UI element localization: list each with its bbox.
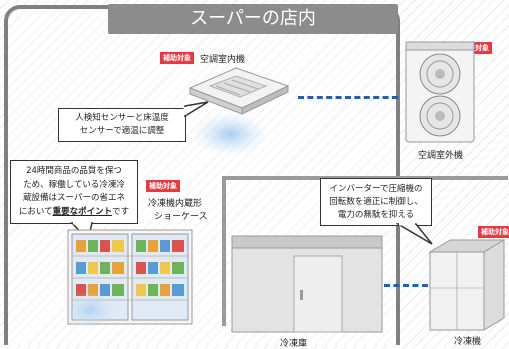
- indoor-ac-unit: [188, 67, 290, 156]
- subsidy-badge-refrigerator: 補助対象: [478, 226, 509, 238]
- quality-callout: 24時間商品の品質を保つ ため、稼働している冷凍冷 蔵設備はスーパーの省エネ に…: [10, 160, 138, 224]
- freezer-refrigerator-connector: [384, 284, 428, 287]
- quality-callout-line3: 蔵設備はスーパーの省エネ: [23, 193, 125, 203]
- sensor-callout-line1: 人検知センサーと床温度: [75, 113, 169, 123]
- inverter-callout-pointer: [396, 222, 433, 245]
- inverter-callout: インバーターで圧縮機の 回転数を適正に制御し、 電力の無駄を抑える: [320, 178, 432, 226]
- quality-callout-suffix: です: [112, 206, 130, 217]
- quality-callout-prefix: において: [18, 206, 53, 217]
- inverter-callout-line1: インバーターで圧縮機の: [329, 184, 423, 194]
- subsidy-badge-showcase: 補助対象: [146, 180, 180, 192]
- quality-callout-line2: ため、稼働している冷凍冷: [23, 179, 125, 190]
- refrigerator-unit: [428, 239, 506, 331]
- showcase-label-line1: 冷凍機内蔵形: [148, 199, 203, 209]
- sensor-callout: 人検知センサーと床温度 センサーで適温に調整: [58, 108, 186, 142]
- sensor-callout-pointer: [183, 101, 209, 118]
- quality-callout-emphasis: 重要なポイント: [52, 206, 113, 217]
- indoor-outdoor-connector: [298, 96, 398, 99]
- freezer-room-label: 冷凍庫: [280, 339, 308, 349]
- showcase-freezer: [64, 229, 193, 328]
- indoor-ac-label: 空調室内機: [200, 55, 246, 65]
- freezer-room: [231, 235, 383, 333]
- inverter-callout-line3: 電力の無駄を抑える: [337, 210, 415, 220]
- inverter-callout-line2: 回転数を適正に制御し、: [329, 197, 423, 207]
- quality-callout-line4: において重要なポイントです: [11, 206, 137, 220]
- outdoor-ac-unit: [405, 41, 475, 143]
- refrigerator-label: 冷凍機: [454, 337, 482, 347]
- store-title: スーパーの店内: [108, 4, 398, 34]
- subsidy-badge-indoor-ac: 補助対象: [160, 52, 194, 64]
- quality-callout-line1: 24時間商品の品質を保つ: [26, 166, 122, 176]
- sensor-callout-line2: センサーで適温に調整: [79, 126, 165, 136]
- showcase-label-line2: ショーケース: [154, 212, 208, 222]
- outdoor-ac-label: 空調室外機: [418, 151, 464, 161]
